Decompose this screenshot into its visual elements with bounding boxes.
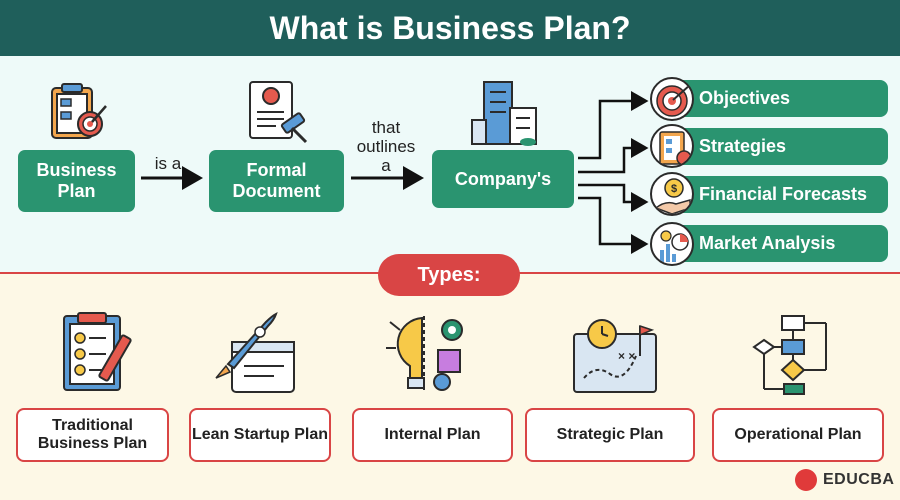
types-heading-label: Types: [417, 263, 481, 286]
outline-strategies: Strategies [676, 128, 888, 165]
coin-hand-icon: $ [650, 172, 694, 216]
business-plan-label: Business Plan [36, 160, 117, 201]
formal-document-box: Formal Document [209, 150, 344, 212]
outline-objectives: Objectives [676, 80, 888, 117]
is-a-label: is a [154, 154, 182, 173]
branch-arrows [578, 91, 649, 254]
svg-text:$: $ [671, 183, 677, 195]
analysis-chart-icon [650, 222, 694, 266]
outline-label: Market Analysis [699, 233, 836, 253]
strategy-map-icon: × × [573, 319, 657, 393]
type-strategic-plan: Strategic Plan [525, 408, 695, 462]
rocket-browser-icon [215, 312, 295, 393]
flowchart-icon [752, 315, 827, 395]
strategy-clipboard-icon [650, 124, 694, 168]
bulb-gears-icon [386, 316, 463, 392]
type-operational-plan: Operational Plan [712, 408, 884, 462]
type-label: Strategic Plan [556, 426, 664, 443]
clipboard-target-icon [51, 83, 107, 139]
checklist-pen-icon [63, 312, 132, 391]
building-icon [471, 81, 537, 146]
type-label: Lean Startup Plan [191, 426, 329, 443]
that-outlines-label: that outlines a [356, 118, 416, 175]
outline-label: Strategies [699, 136, 787, 156]
educba-logo-mark-icon [795, 469, 817, 491]
type-lean-startup-plan: Lean Startup Plan [189, 408, 331, 462]
type-traditional-business-plan: Traditional Business Plan [16, 408, 169, 462]
header-bar: What is Business Plan? [0, 0, 900, 56]
outline-market-analysis: Market Analysis [676, 225, 888, 262]
type-label: Traditional Business Plan [37, 417, 148, 452]
formal-document-label: Formal Document [232, 160, 321, 201]
educba-logo: EDUCBA [795, 469, 894, 491]
type-internal-plan: Internal Plan [352, 408, 513, 462]
types-heading: Types: [378, 254, 520, 296]
svg-text:× ×: × × [618, 349, 635, 363]
target-icon [650, 77, 694, 121]
bottom-section [0, 274, 900, 500]
page-title: What is Business Plan? [269, 9, 631, 46]
companys-label: Company's [454, 168, 552, 189]
type-label: Operational Plan [734, 426, 862, 443]
business-plan-box: Business Plan [18, 150, 135, 212]
certificate-gavel-icon [249, 81, 308, 144]
companys-box: Company's [432, 150, 574, 208]
outline-financial-forecasts: Financial Forecasts [676, 176, 888, 213]
educba-logo-text: EDUCBA [823, 471, 895, 488]
type-label: Internal Plan [384, 426, 481, 443]
outline-label: Objectives [699, 88, 791, 108]
outline-label: Financial Forecasts [699, 184, 868, 204]
